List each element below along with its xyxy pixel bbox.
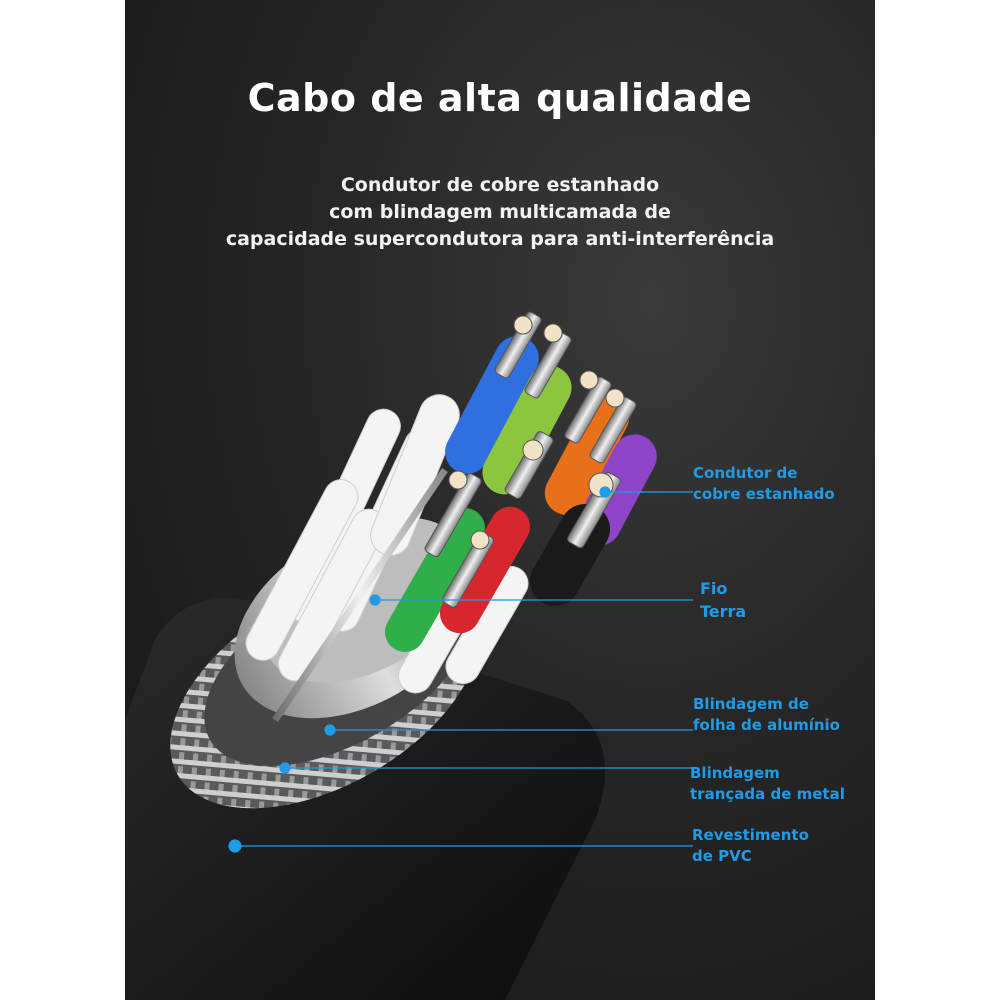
callout-tinned-copper: Condutor de cobre estanhado xyxy=(693,463,835,505)
subtitle-line: com blindagem multicamada de xyxy=(329,201,671,223)
white-filler-strands xyxy=(245,394,529,694)
subtitle-line: Condutor de cobre estanhado xyxy=(340,174,660,196)
callout-line: Fio xyxy=(700,579,728,598)
callout-line: Revestimento xyxy=(692,826,809,844)
callout-line: Blindagem xyxy=(690,764,780,782)
subtitle-line: capacidade supercondutora para anti-inte… xyxy=(225,228,775,250)
callout-braided-shield: Blindagem trançada de metal xyxy=(690,763,845,805)
callout-pvc-jacket: Revestimento de PVC xyxy=(692,825,809,867)
callout-aluminum-foil: Blindagem de folha de alumínio xyxy=(693,694,840,736)
callout-line: folha de alumínio xyxy=(693,716,840,734)
callout-line: Blindagem de xyxy=(693,695,809,713)
callout-leaders xyxy=(228,486,693,853)
ground-wire xyxy=(272,468,448,722)
callout-line: Condutor de xyxy=(693,464,798,482)
tinned-copper-conductors xyxy=(424,311,637,608)
callout-line: trançada de metal xyxy=(690,785,845,803)
callout-line: cobre estanhado xyxy=(693,485,835,503)
callout-ground-wire: Fio Terra xyxy=(700,577,746,623)
callout-line: Terra xyxy=(700,602,747,621)
dark-background-panel xyxy=(125,0,875,1000)
callout-line: de PVC xyxy=(692,847,752,865)
page-title: Cabo de alta qualidade xyxy=(247,76,753,120)
cable-cross-section-illustration xyxy=(125,311,693,1000)
subtitle: Condutor de cobre estanhado com blindage… xyxy=(125,172,875,253)
